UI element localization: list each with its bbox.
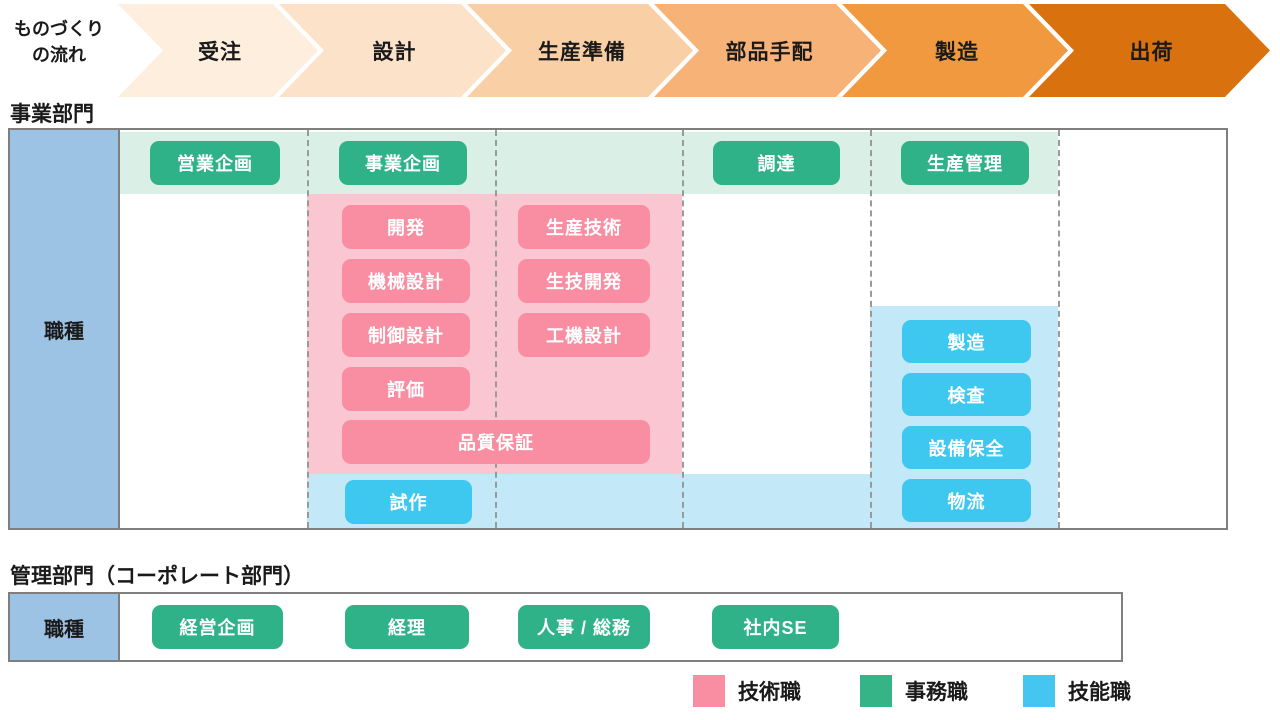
column-divider-parts-procurement xyxy=(682,130,684,528)
business-section-table: 職種 営業企画 事業企画 調達 生産管理 開発 機械設計 制御設計 評価 生産技… xyxy=(8,128,1228,530)
job-sales-planning: 営業企画 xyxy=(150,141,280,185)
job-corporate-planning: 経営企画 xyxy=(152,605,283,649)
flow-title: ものづくり の流れ xyxy=(0,16,118,68)
job-inspection: 検査 xyxy=(902,373,1031,416)
column-divider-manufacturing xyxy=(870,130,872,528)
business-section-title: 事業部門 xyxy=(10,103,94,126)
job-production-management: 生産管理 xyxy=(901,141,1029,185)
job-procurement: 調達 xyxy=(713,141,840,185)
flow-stage-shipping: 出荷 xyxy=(1029,4,1270,97)
flow-stage-order: 受注 xyxy=(118,4,318,97)
job-control-design: 制御設計 xyxy=(342,313,470,357)
job-logistics: 物流 xyxy=(902,479,1031,522)
legend-skilled-swatch xyxy=(1023,675,1055,707)
job-equipment-maintenance: 設備保全 xyxy=(902,426,1031,469)
legend-skilled-label: 技能職 xyxy=(1068,681,1131,704)
legend-clerical: 事務職 xyxy=(860,674,968,708)
column-divider-design xyxy=(307,130,309,528)
legend-technical-label: 技術職 xyxy=(738,681,801,704)
flow-stage-shipping-label: 出荷 xyxy=(1129,40,1174,64)
job-development: 開発 xyxy=(342,205,470,249)
job-internal-se: 社内SE xyxy=(712,605,839,649)
corporate-section-title: 管理部門（コーポレート部門） xyxy=(10,565,304,588)
job-prod-tech-development: 生技開発 xyxy=(518,259,650,303)
column-divider-shipping xyxy=(1058,130,1060,528)
job-mechanical-design: 機械設計 xyxy=(342,259,470,303)
flow-title-line1: ものづくり xyxy=(14,19,104,39)
flow-title-line2: の流れ xyxy=(32,45,86,66)
flow-stage-production-prep-label: 生産準備 xyxy=(538,40,626,64)
legend-skilled: 技能職 xyxy=(1023,674,1131,708)
legend-clerical-label: 事務職 xyxy=(905,681,968,704)
flow-stage-parts-procurement-label: 部品手配 xyxy=(725,40,814,64)
flow-stage-order-label: 受注 xyxy=(198,40,242,64)
job-production-engineering: 生産技術 xyxy=(518,205,650,249)
legend-technical-swatch xyxy=(693,675,725,707)
flow-stage-manufacturing-label: 製造 xyxy=(935,40,979,64)
corporate-section-table: 職種 経営企画 経理 人事 / 総務 社内SE xyxy=(8,592,1123,662)
job-evaluation: 評価 xyxy=(342,367,470,411)
job-quality-assurance: 品質保証 xyxy=(342,420,650,464)
job-accounting: 経理 xyxy=(345,605,469,649)
flow-stage-design-label: 設計 xyxy=(372,40,417,64)
corporate-row-header: 職種 xyxy=(10,594,120,660)
job-prototyping: 試作 xyxy=(345,480,472,524)
legend-clerical-swatch xyxy=(860,675,892,707)
job-business-planning: 事業企画 xyxy=(339,141,467,185)
job-machine-tool-design: 工機設計 xyxy=(518,313,650,357)
legend-technical: 技術職 xyxy=(693,674,801,708)
column-divider-production-prep xyxy=(495,130,497,528)
business-row-header: 職種 xyxy=(10,130,120,528)
job-hr-general-affairs: 人事 / 総務 xyxy=(518,605,650,649)
job-manufacturing: 製造 xyxy=(902,320,1031,363)
